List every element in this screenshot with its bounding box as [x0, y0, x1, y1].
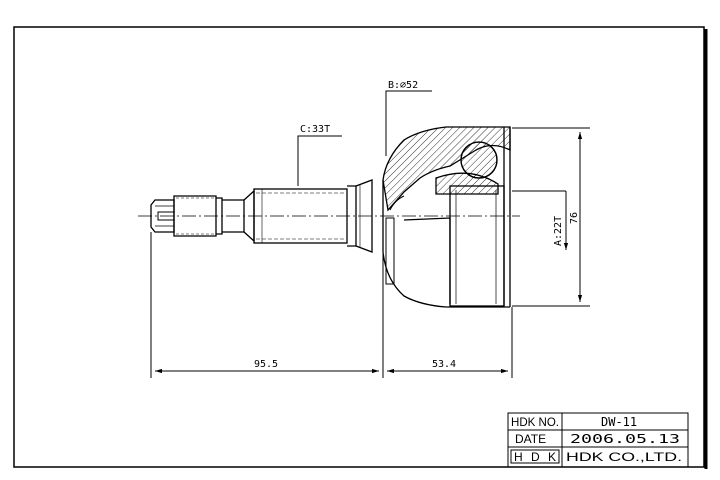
callout-c — [297, 135, 342, 186]
housing — [382, 126, 511, 308]
dimension-lengths — [150, 232, 513, 378]
callout-b-label: B:⌀52 — [388, 80, 418, 91]
dimension-housing-length: 53.4 — [432, 359, 456, 370]
hdk-no-value: DW-11 — [601, 415, 637, 429]
hdk-logo: HDK — [514, 450, 556, 464]
shaft — [150, 179, 373, 253]
date-label: DATE — [515, 432, 546, 446]
callout-a — [512, 190, 569, 250]
drawing-frame — [13, 26, 705, 468]
dimension-diameter — [512, 127, 590, 307]
callout-c-label: C:33T — [300, 124, 330, 135]
company-name: HDK CO.,LTD. — [566, 450, 682, 464]
callout-b — [385, 90, 432, 156]
callout-a-label: A:22T — [553, 216, 564, 246]
dimension-diameter-label: 76 — [569, 212, 580, 224]
title-block — [507, 412, 689, 468]
date-value: 2006.05.13 — [570, 432, 680, 446]
dimension-shaft-length: 95.5 — [254, 359, 278, 370]
hdk-no-label: HDK NO. — [511, 415, 559, 429]
